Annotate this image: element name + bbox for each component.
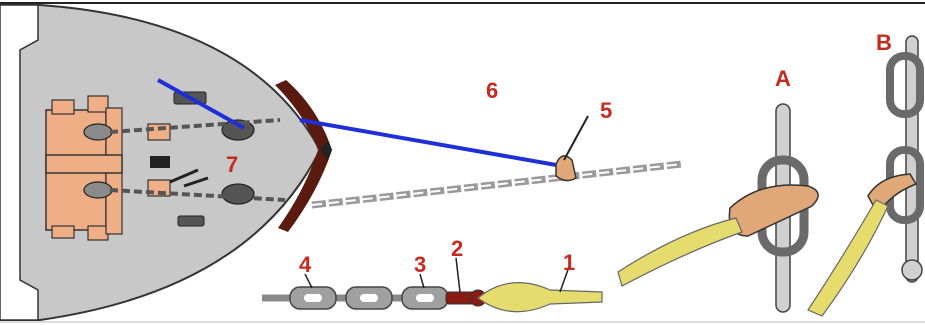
detail-b xyxy=(807,35,924,317)
stopper-upper xyxy=(147,123,171,141)
chain-end xyxy=(901,259,923,281)
deck-cleat xyxy=(177,215,205,227)
anchor-chain-outboard xyxy=(311,115,683,209)
windlass xyxy=(45,95,123,241)
chain-upper xyxy=(109,118,281,134)
label-4: 4 xyxy=(299,252,312,277)
pendant-line xyxy=(157,78,563,168)
leader-4 xyxy=(304,273,313,289)
deck-chains xyxy=(109,118,286,202)
devil-claw xyxy=(183,176,209,188)
label-6: 6 xyxy=(486,78,498,103)
leader-2 xyxy=(455,257,461,293)
hull-cutaway xyxy=(0,4,39,321)
windlass-bracket xyxy=(87,95,109,113)
hawse-pipe-lower xyxy=(221,183,255,205)
label-7: 7 xyxy=(226,152,238,177)
pendant-on-deck xyxy=(157,78,245,130)
leader-3 xyxy=(419,273,425,289)
label-3: 3 xyxy=(414,252,426,277)
windlass-bracket xyxy=(87,225,109,241)
rope-b xyxy=(807,199,889,317)
pendant-outboard xyxy=(299,118,563,168)
ship-bow xyxy=(0,4,332,321)
label-a: A xyxy=(775,66,791,91)
stem-tip xyxy=(320,140,332,160)
leader-1 xyxy=(559,263,571,293)
label-b: B xyxy=(876,30,892,55)
chain-link-hole xyxy=(360,294,378,302)
windlass-shaft xyxy=(45,154,123,174)
chain-lower xyxy=(109,188,286,202)
windlass-bracket xyxy=(51,225,75,239)
devil-claw xyxy=(169,168,199,184)
chain-link-hole xyxy=(416,294,434,302)
gypsy-upper xyxy=(83,123,113,141)
windlass-bracket xyxy=(51,99,75,115)
label-2: 2 xyxy=(451,236,463,261)
chain-outboard-highlight xyxy=(311,163,683,206)
rope-eye-1 xyxy=(477,282,603,313)
gypsy-lower xyxy=(83,181,113,199)
leader-5 xyxy=(563,115,589,161)
label-1: 1 xyxy=(563,250,575,275)
detail-a xyxy=(617,103,819,313)
chain-link xyxy=(886,52,924,118)
chain-link-hole xyxy=(304,294,322,302)
chain-rope-assembly xyxy=(262,257,603,313)
shackle-5 xyxy=(555,155,577,182)
stem-bar xyxy=(275,80,332,232)
bitts xyxy=(150,156,170,168)
label-5: 5 xyxy=(600,98,612,123)
rope-a xyxy=(617,217,743,287)
